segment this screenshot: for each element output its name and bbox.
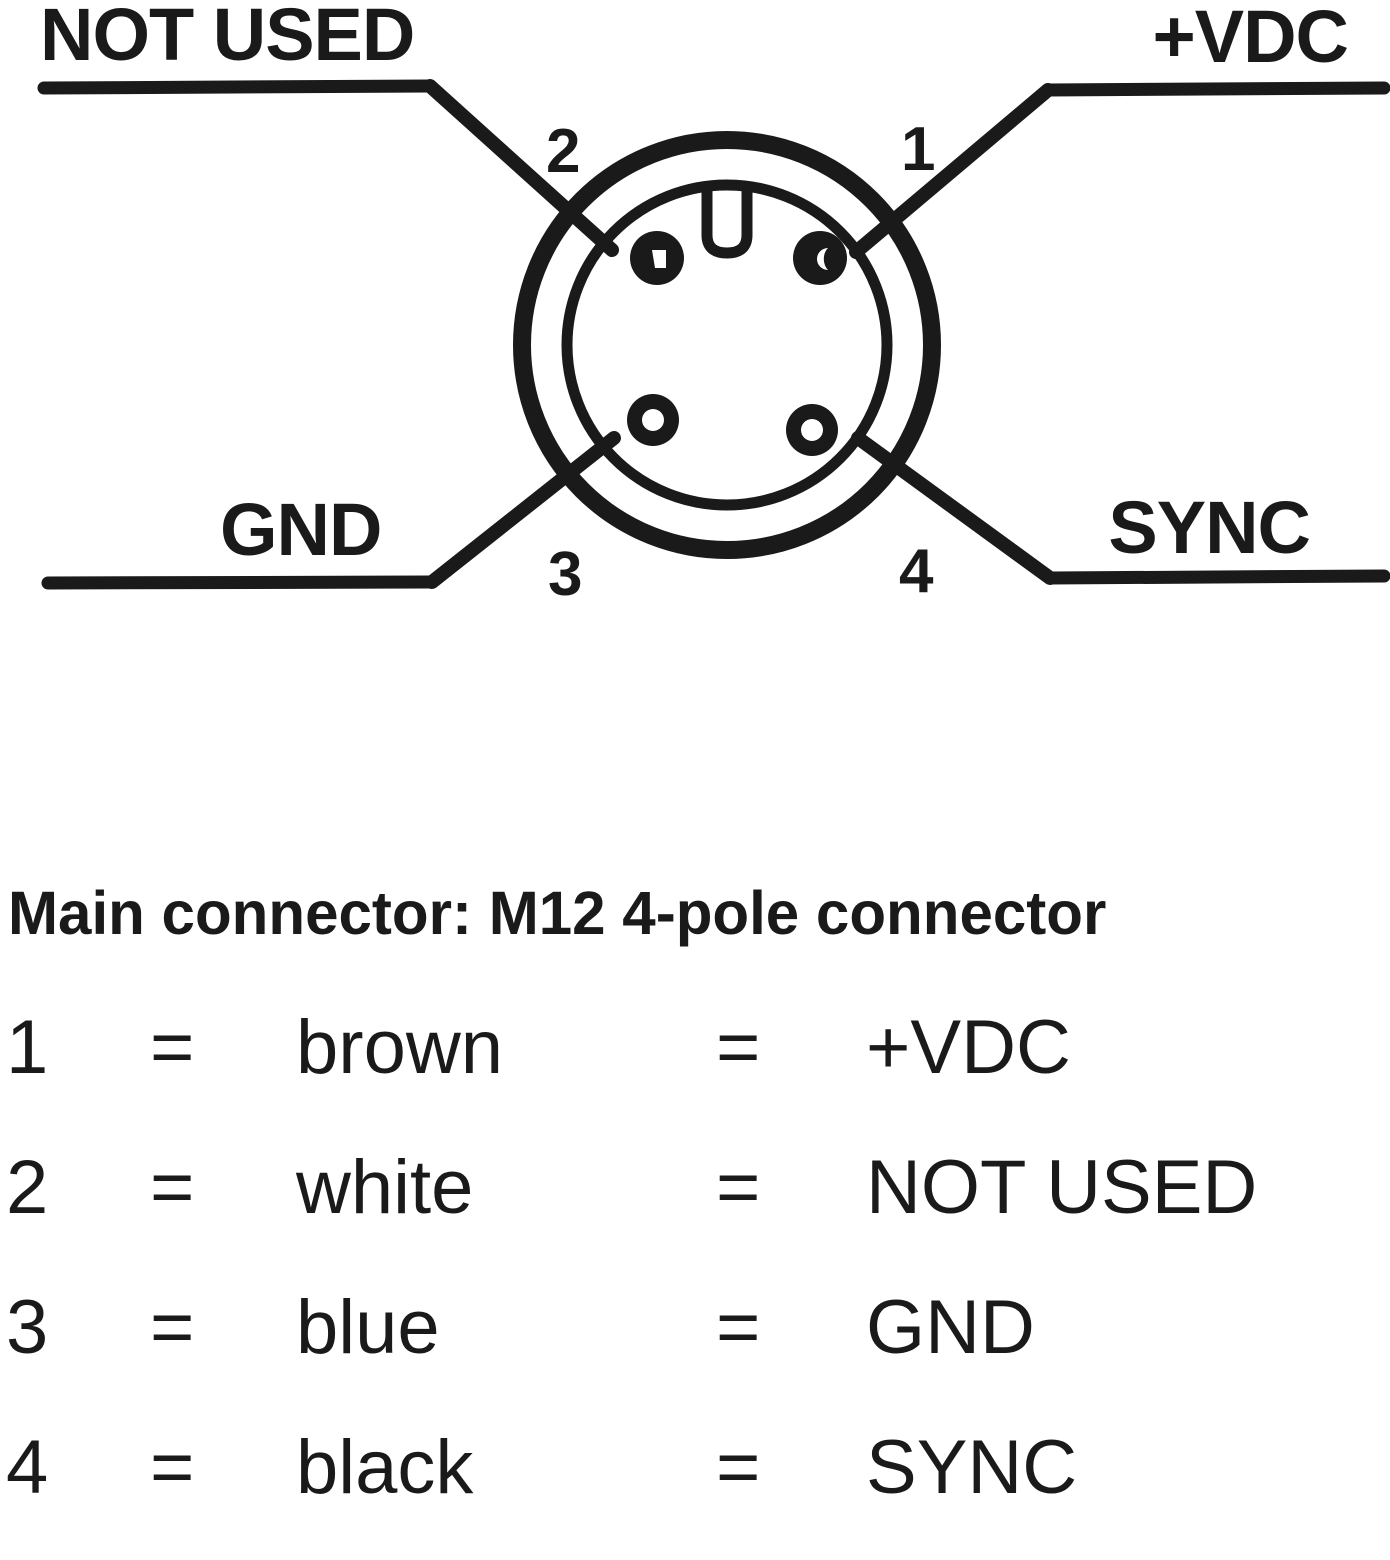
legend-equals-sign: = [150, 1285, 195, 1370]
pin-number-2: 2 [546, 117, 580, 186]
leader-line-gnd [41, 431, 621, 590]
legend-wire-color: blue [296, 1285, 440, 1370]
callout-label-gnd: GND [220, 488, 381, 571]
connector-outer-ring [513, 131, 941, 559]
legend-wire-color: white [296, 1145, 474, 1230]
pinout-svg: NOT USED +VDC GND SYNC 2 1 3 4 [37, 0, 1390, 609]
connector-keyway-notch [701, 185, 753, 259]
legend-equals-sign: = [716, 1145, 761, 1230]
connector-heading: Main connector: M12 4-pole connector [8, 879, 1107, 947]
legend-equals-sign: = [150, 1005, 195, 1090]
legend-equals-sign: = [150, 1425, 195, 1510]
legend-signal-name: +VDC [866, 1005, 1071, 1090]
legend-row: 1 = brown = +VDC [0, 1000, 1390, 1140]
legend-row: 4 = black = SYNC [0, 1420, 1390, 1560]
legend-row: 3 = blue = GND [0, 1280, 1390, 1420]
callout-label-sync: SYNC [1108, 486, 1310, 569]
pin-contact-2 [630, 231, 684, 285]
pin-contact-4 [786, 404, 838, 456]
leader-line-not-used [37, 79, 619, 257]
legend-pin-number: 4 [6, 1425, 49, 1510]
pin-number-3: 3 [548, 540, 582, 609]
callout-label-vdc: +VDC [1153, 0, 1348, 78]
legend-equals-sign: = [716, 1425, 761, 1510]
legend-signal-name: SYNC [866, 1425, 1078, 1510]
pin-number-1: 1 [901, 115, 935, 184]
legend-equals-sign: = [716, 1285, 761, 1370]
legend-wire-color: black [296, 1425, 474, 1510]
legend-pin-number: 2 [6, 1145, 49, 1230]
pin-contact-3 [627, 394, 679, 446]
legend-equals-sign: = [150, 1145, 195, 1230]
legend-pin-number: 1 [6, 1005, 49, 1090]
legend-pin-number: 3 [6, 1285, 49, 1370]
pin-legend: 1 = brown = +VDC 2 = white = NOT USED 3 … [0, 1000, 1390, 1560]
connector-inner-ring [561, 179, 893, 511]
legend-row: 2 = white = NOT USED [0, 1140, 1390, 1280]
pinout-diagram: NOT USED +VDC GND SYNC 2 1 3 4 [0, 0, 1390, 660]
pin-number-4: 4 [899, 537, 934, 606]
legend-wire-color: brown [296, 1005, 503, 1090]
callout-label-not-used: NOT USED [40, 0, 414, 76]
legend-equals-sign: = [716, 1005, 761, 1090]
pin-contact-1 [793, 231, 847, 285]
legend-signal-name: GND [866, 1285, 1035, 1370]
legend-signal-name: NOT USED [866, 1145, 1258, 1230]
